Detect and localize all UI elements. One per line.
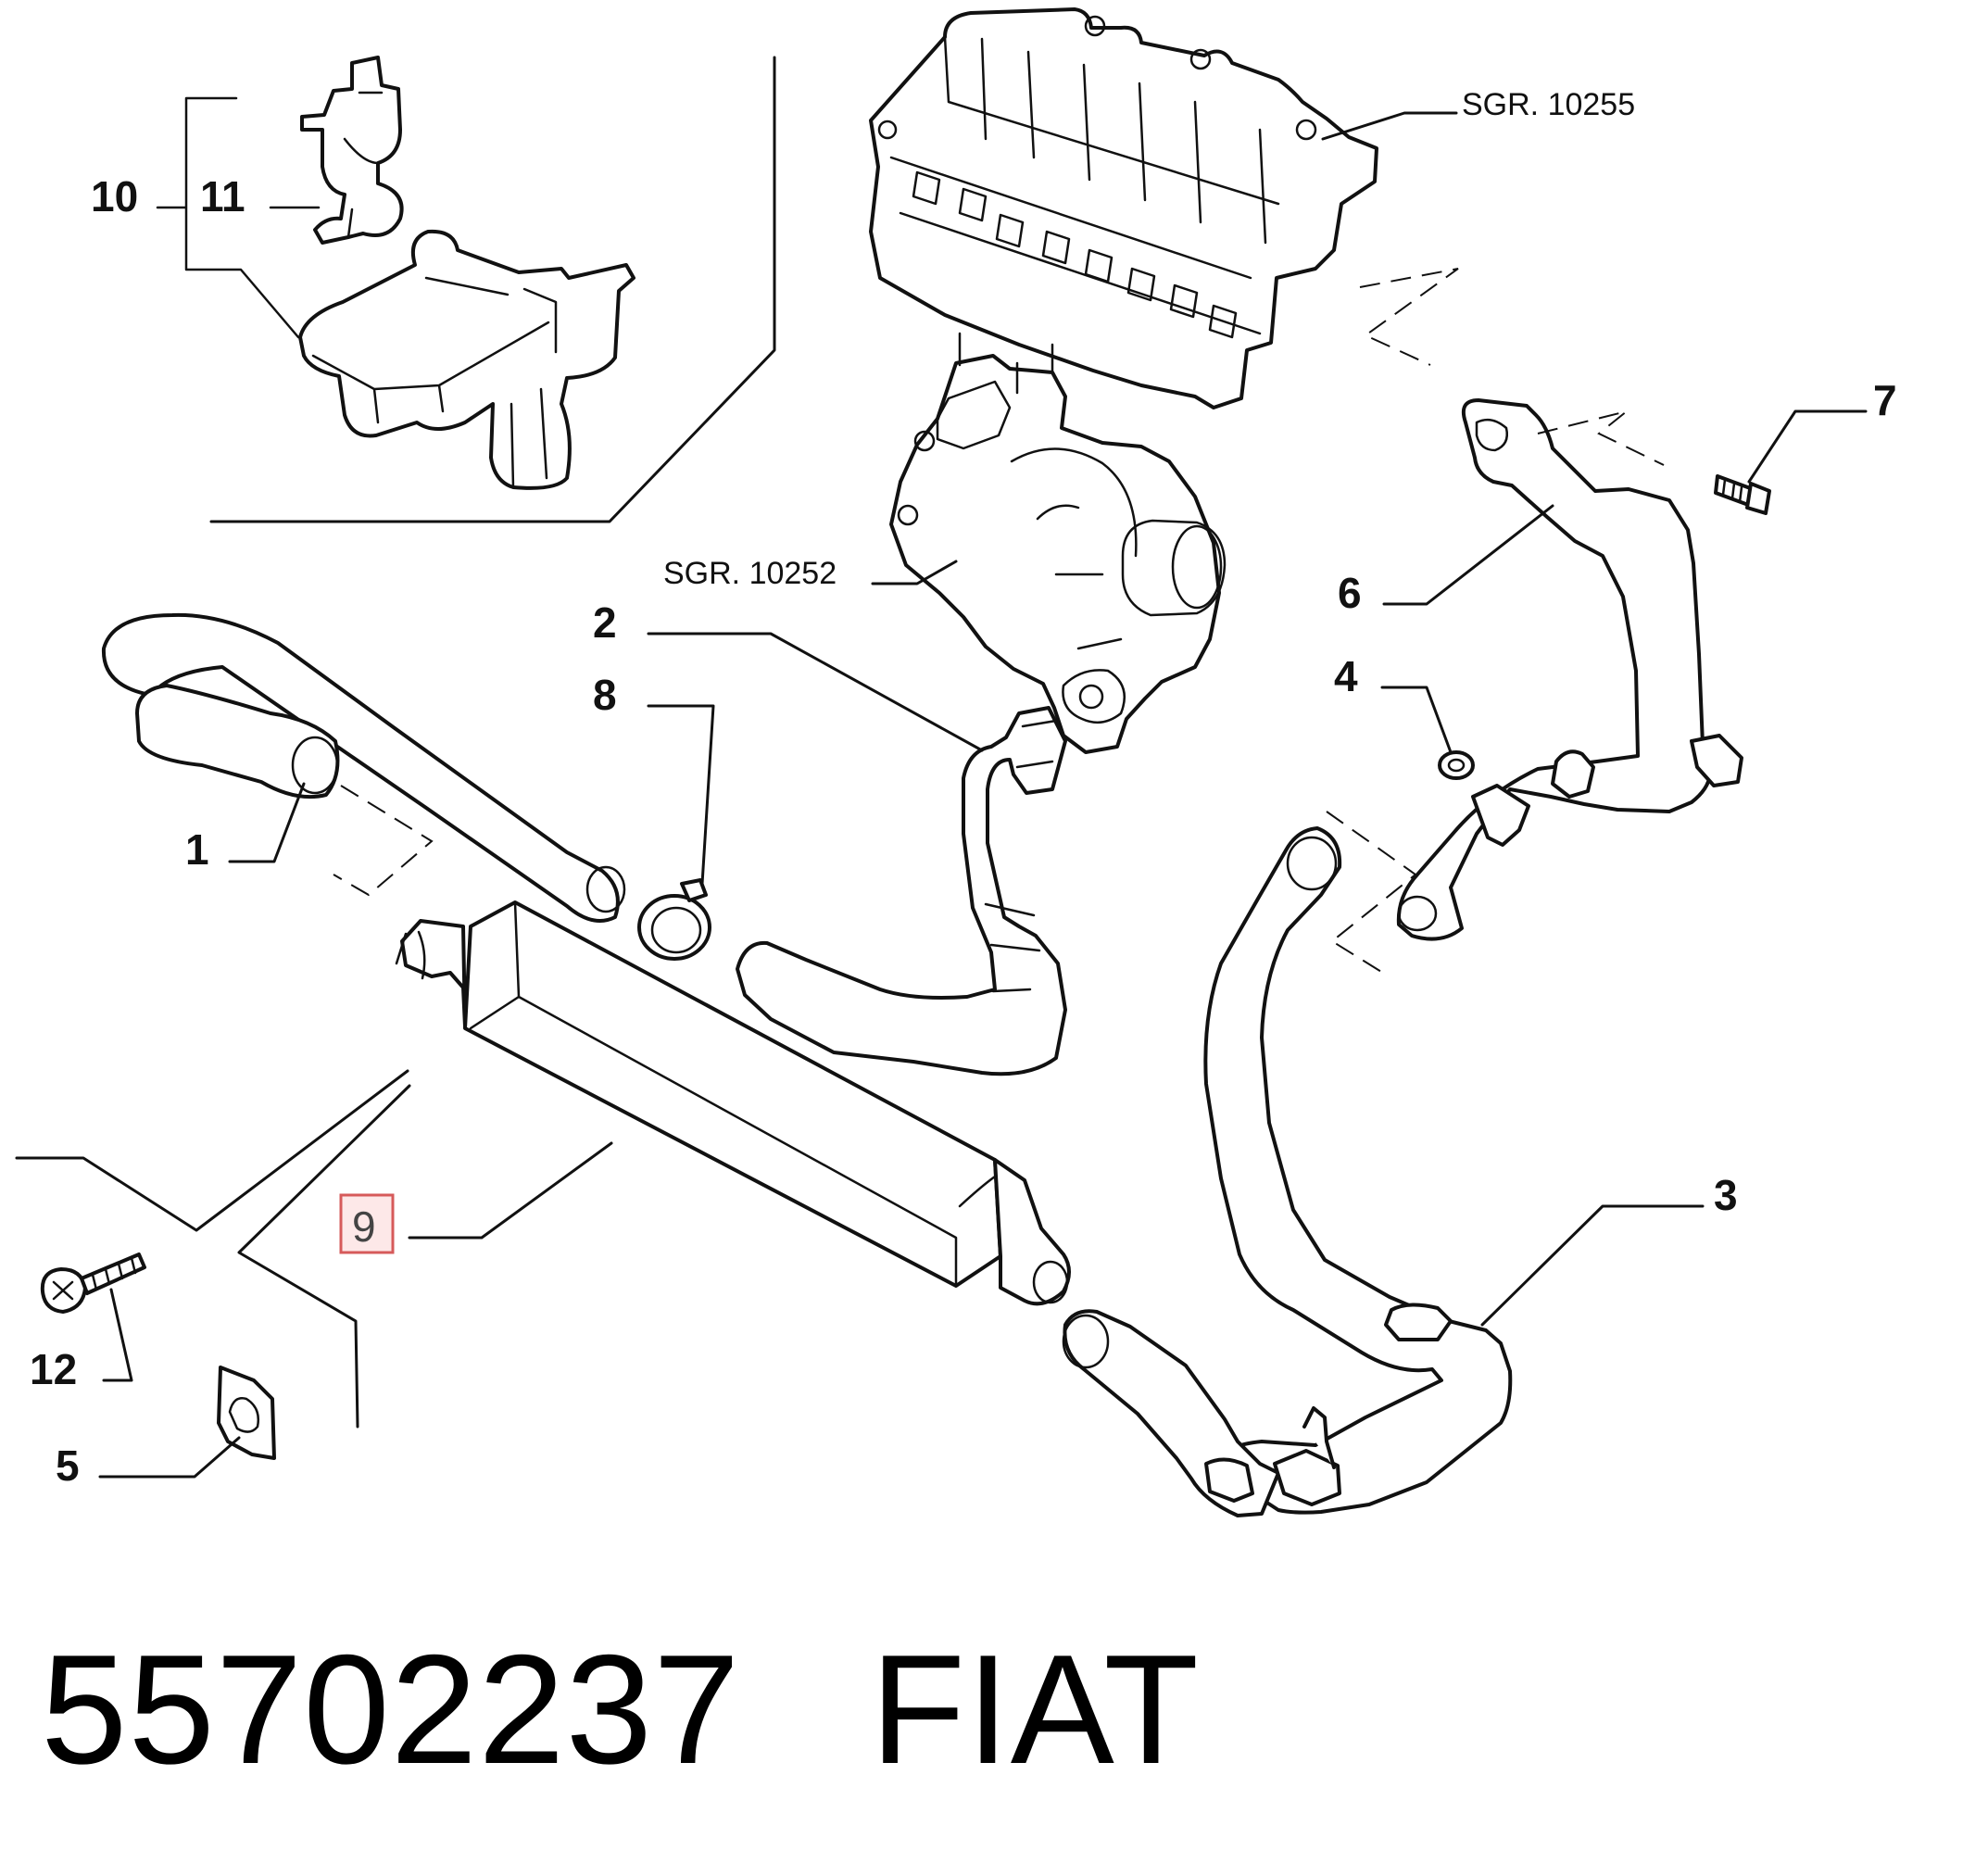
hose-part-3 <box>1062 826 1513 1517</box>
callout-12[interactable]: 12 <box>30 1345 77 1393</box>
clamp-part-8 <box>637 878 711 961</box>
screw-part-12 <box>40 1252 146 1314</box>
callout-3[interactable]: 3 <box>1714 1171 1738 1219</box>
callout-7[interactable]: 7 <box>1873 376 1897 424</box>
callout-2[interactable]: 2 <box>593 598 617 647</box>
brand-name: FIAT <box>870 1621 1200 1796</box>
alignment-lines <box>333 268 1665 976</box>
leader-lines <box>15 409 1868 1479</box>
bracket-part-11 <box>300 56 404 245</box>
bracket-part-10 <box>298 229 635 490</box>
turbocharger <box>889 332 1227 754</box>
bracket-part-5 <box>217 1366 276 1460</box>
intake-manifold <box>869 7 1378 409</box>
callout-10[interactable]: 10 <box>91 172 138 220</box>
nut-part-4 <box>1438 750 1475 780</box>
callout-6[interactable]: 6 <box>1338 569 1362 617</box>
intercooler-part-9 <box>395 900 1071 1306</box>
callout-4[interactable]: 4 <box>1334 652 1358 700</box>
part-number: 55702237 <box>41 1621 741 1796</box>
hose-part-1 <box>101 612 626 923</box>
reference-turbo[interactable]: SGR. 10252 <box>663 556 837 591</box>
pipe-part-6 <box>1396 398 1743 941</box>
screw-part-7 <box>1714 474 1771 515</box>
callout-9-highlight <box>339 1193 395 1254</box>
hose-part-2 <box>736 706 1067 1076</box>
callout-11[interactable]: 11 <box>200 172 245 220</box>
callout-1[interactable]: 1 <box>185 825 209 874</box>
callout-5[interactable]: 5 <box>56 1441 80 1490</box>
callout-9[interactable]: 9 <box>352 1202 376 1251</box>
footer-caption: 55702237 FIAT <box>41 1622 1200 1796</box>
callout-8[interactable]: 8 <box>593 671 617 719</box>
reference-manifold[interactable]: SGR. 10255 <box>1462 87 1635 122</box>
inset-bracket-group <box>156 56 776 523</box>
